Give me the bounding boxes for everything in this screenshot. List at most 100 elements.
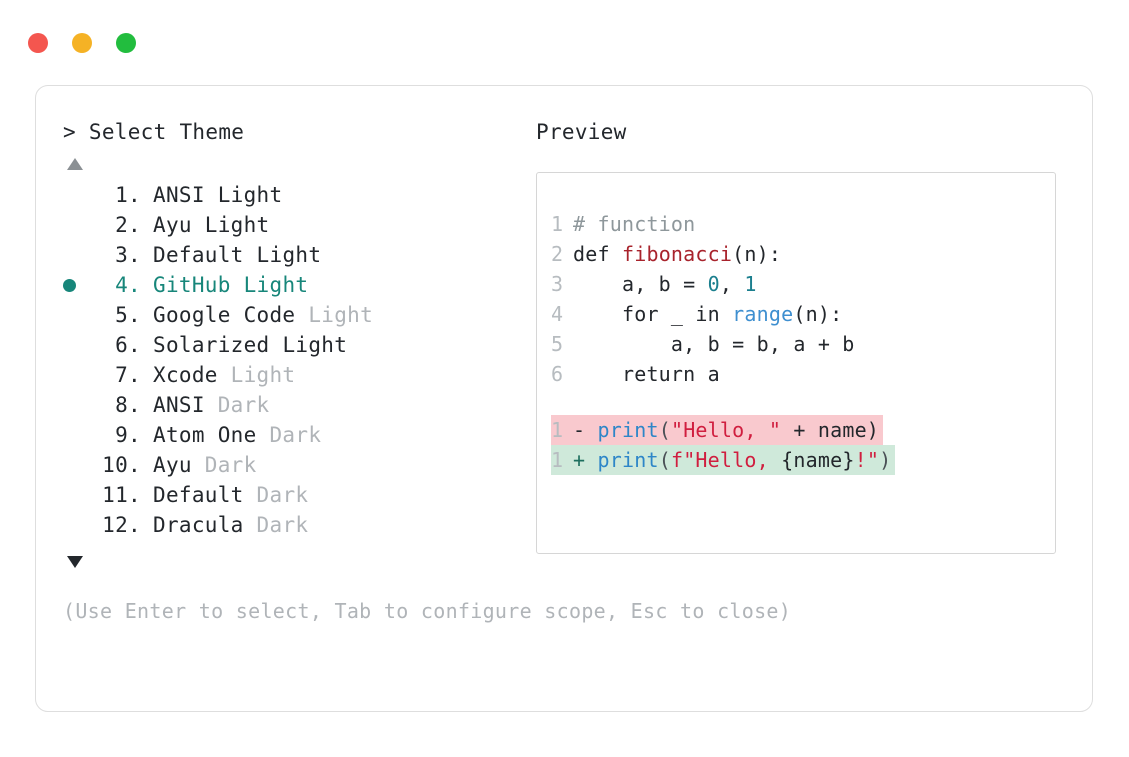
code-line-number: 3 — [551, 272, 564, 296]
code-token: # function — [573, 212, 696, 236]
code-token: f"Hello, — [670, 448, 782, 472]
selected-bullet-icon — [63, 270, 89, 300]
theme-list-item[interactable]: 11. Default Dark — [63, 480, 523, 510]
theme-list-item[interactable]: 8.ANSI Dark — [63, 390, 523, 420]
theme-item-label: Xcode — [153, 363, 218, 387]
code-token: ) — [879, 448, 892, 472]
theme-item-index: 11. — [102, 483, 141, 507]
theme-item-index: 9. — [115, 423, 141, 447]
theme-item-label: ANSI — [153, 183, 205, 207]
theme-panel-title: > Select Theme — [63, 120, 245, 144]
window-close-dot[interactable] — [28, 33, 48, 53]
theme-item-variant: Light — [191, 213, 270, 237]
code-line-content: a, b = b, a + b — [573, 329, 855, 359]
theme-list-item[interactable]: 3. Default Light — [63, 240, 523, 270]
code-line-number: 4 — [551, 302, 564, 326]
theme-item-label: Default — [153, 483, 244, 507]
theme-item-label: Dracula — [153, 513, 244, 537]
selected-bullet-icon — [63, 420, 89, 450]
selected-bullet-icon — [63, 390, 89, 420]
theme-item-label: Ayu — [153, 213, 192, 237]
code-token: return a — [573, 362, 720, 386]
theme-item-variant: Light — [243, 243, 322, 267]
code-token: fibonacci — [621, 242, 733, 266]
theme-item-variant: Light — [230, 273, 309, 297]
theme-item-variant: Dark — [256, 423, 322, 447]
theme-list-item[interactable]: 7.Xcode Light — [63, 360, 523, 390]
code-token: 0 — [707, 272, 720, 296]
code-token: def — [573, 242, 622, 266]
code-token: 1 — [744, 272, 757, 296]
theme-item-variant: Dark — [243, 513, 309, 537]
code-line-number: 5 — [551, 332, 564, 356]
diff-sign: - — [573, 418, 598, 442]
selected-bullet-icon — [63, 510, 89, 540]
selected-bullet-icon — [63, 210, 89, 240]
theme-item-variant: Dark — [204, 393, 270, 417]
code-token: print — [597, 448, 659, 472]
code-line-number: 6 — [551, 362, 564, 386]
theme-item-index: 2. — [115, 213, 141, 237]
selected-bullet-icon — [63, 450, 89, 480]
theme-list-item[interactable]: 6.Solarized Light — [63, 330, 523, 360]
theme-list-item[interactable]: 4. GitHub Light — [63, 270, 523, 300]
theme-list-item[interactable]: 5.Google Code Light — [63, 300, 523, 330]
triangle-down-icon[interactable] — [67, 556, 83, 568]
selected-bullet-icon — [63, 180, 89, 210]
theme-item-label: GitHub — [153, 273, 231, 297]
theme-item-index: 5. — [115, 303, 141, 327]
theme-item-variant: Light — [269, 333, 348, 357]
theme-list-item[interactable]: 2. Ayu Light — [63, 210, 523, 240]
selected-bullet-icon — [63, 330, 89, 360]
code-line: 5 a, b = b, a + b — [551, 329, 855, 359]
diff-line-content: print(f"Hello, {name}!") — [597, 445, 891, 475]
code-line-number: 1 — [551, 212, 564, 236]
window-maximize-dot[interactable] — [116, 33, 136, 53]
code-token: range — [732, 302, 794, 326]
code-token: !" — [854, 448, 880, 472]
theme-list-item[interactable]: 12. Dracula Dark — [63, 510, 523, 540]
code-line-content: return a — [573, 359, 720, 389]
theme-item-variant: Dark — [191, 453, 257, 477]
code-token: (n): — [793, 302, 843, 326]
code-token: print — [597, 418, 659, 442]
diff-line-content: print("Hello, " + name) — [597, 415, 879, 445]
theme-item-index: 10. — [102, 453, 141, 477]
window-minimize-dot[interactable] — [72, 33, 92, 53]
code-token: , — [719, 272, 745, 296]
theme-item-variant: Light — [295, 303, 374, 327]
theme-list-item[interactable]: 9.Atom One Dark — [63, 420, 523, 450]
selected-bullet-icon — [63, 360, 89, 390]
code-line: 6 return a — [551, 359, 720, 389]
code-token: ( — [658, 418, 671, 442]
theme-list-item[interactable]: 10. Ayu Dark — [63, 450, 523, 480]
diff-line-number: 1 — [551, 448, 564, 472]
code-line: 4 for _ in range(n): — [551, 299, 842, 329]
code-token: a, b = b, a + b — [573, 332, 855, 356]
theme-item-index: 4. — [115, 273, 141, 297]
code-line-content: for _ in range(n): — [573, 299, 842, 329]
theme-item-index: 3. — [115, 243, 141, 267]
triangle-up-icon[interactable] — [67, 158, 83, 170]
code-token: (n): — [732, 242, 782, 266]
code-line: 3 a, b = 0, 1 — [551, 269, 757, 299]
diff-sign: + — [573, 448, 598, 472]
theme-item-label: Default — [153, 243, 244, 267]
theme-item-index: 12. — [102, 513, 141, 537]
code-line-content: # function — [573, 209, 695, 239]
theme-item-label: Ayu — [153, 453, 192, 477]
code-token: + name) — [781, 418, 880, 442]
theme-item-index: 7. — [115, 363, 141, 387]
code-token: for _ in — [573, 302, 733, 326]
theme-item-index: 8. — [115, 393, 141, 417]
diff-line-number: 1 — [551, 418, 564, 442]
preview-panel-title: Preview — [536, 120, 627, 144]
theme-list-item[interactable]: 1.ANSI Light — [63, 180, 523, 210]
code-token: {name} — [781, 448, 855, 472]
theme-item-variant: Dark — [243, 483, 309, 507]
